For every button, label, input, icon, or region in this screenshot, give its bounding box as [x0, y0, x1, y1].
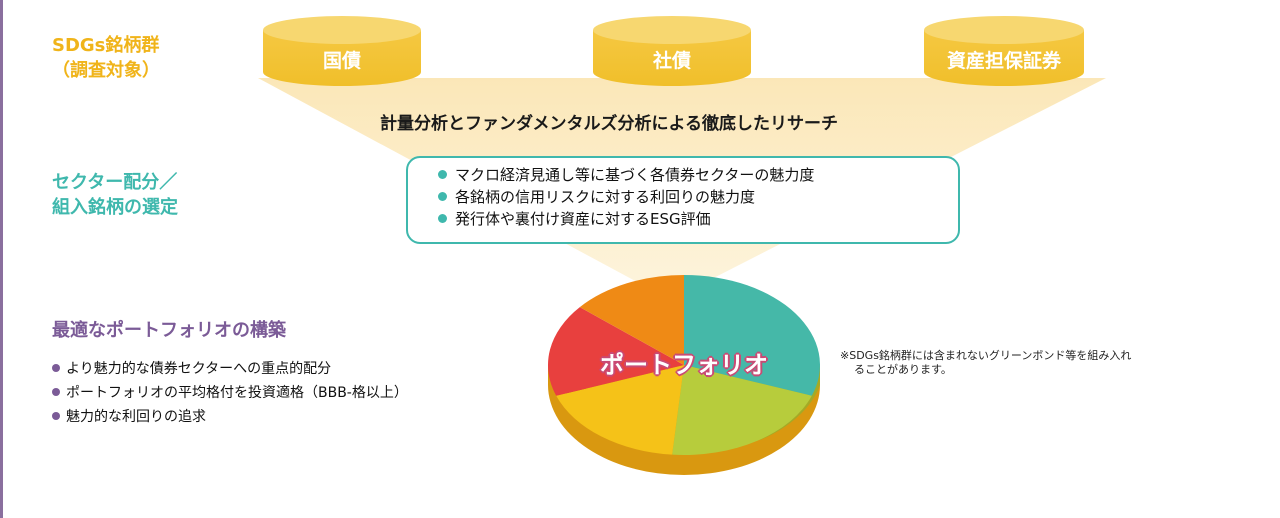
cylinder-government-bonds: [263, 16, 421, 86]
stage-universe-line1: SDGs銘柄群: [52, 35, 160, 56]
pie-slice-green: [672, 365, 812, 456]
stage-selection-label: セクター配分／ 組入銘柄の選定: [52, 170, 178, 220]
pie-label: ポートフォリオ: [600, 351, 768, 379]
portfolio-points-list: より魅力的な債券セクターへの重点的配分 ポートフォリオの平均格付を投資適格（BB…: [52, 357, 408, 429]
footnote-line2: ることがあります。: [854, 363, 952, 376]
point-text: 魅力的な利回りの追求: [66, 409, 206, 425]
research-heading: 計量分析とファンダメンタルズ分析による徹底したリサーチ: [380, 114, 838, 134]
bullet-icon: [438, 192, 447, 201]
footnote-line1: ※SDGs銘柄群には含まれないグリーンボンド等を組み入れ: [840, 349, 1132, 362]
selection-criteria-box: マクロ経済見通し等に基づく各債券セクターの魅力度 各銘柄の信用リスクに対する利回…: [406, 156, 960, 244]
list-item: 魅力的な利回りの追求: [52, 405, 408, 429]
bullet-icon: [52, 412, 60, 420]
criteria-text: 各銘柄の信用リスクに対する利回りの魅力度: [455, 188, 756, 206]
bullet-icon: [52, 364, 60, 372]
pie-slice-teal: [684, 275, 820, 396]
pie-slice-orange: [579, 275, 684, 365]
stage-universe-label: SDGs銘柄群 （調査対象）: [52, 33, 160, 83]
stage-universe-line2: （調査対象）: [52, 60, 160, 81]
bullet-icon: [52, 388, 60, 396]
criteria-text: 発行体や裏付け資産に対するESG評価: [455, 210, 711, 228]
point-text: ポートフォリオの平均格付を投資適格（BBB-格以上）: [66, 385, 408, 401]
stage-construction-label: 最適なポートフォリオの構築: [52, 318, 286, 343]
left-border: [0, 0, 3, 518]
stage-selection-line1: セクター配分／: [52, 172, 178, 193]
stage-selection-line2: 組入銘柄の選定: [52, 197, 178, 218]
universe-item-corporate-bonds: 社債: [652, 50, 691, 72]
pie-slice-yellow: [556, 365, 684, 455]
cylinder-corporate-bonds: [593, 16, 751, 86]
criteria-item: 各銘柄の信用リスクに対する利回りの魅力度: [438, 186, 958, 208]
universe-item-asset-backed-securities: 資産担保証券: [946, 50, 1061, 72]
criteria-item: 発行体や裏付け資産に対するESG評価: [438, 208, 958, 230]
list-item: より魅力的な債券セクターへの重点的配分: [52, 357, 408, 381]
pie-slice-red: [548, 307, 684, 396]
universe-item-government-bonds: 国債: [322, 50, 361, 72]
footnote: ※SDGs銘柄群には含まれないグリーンボンド等を組み入れ ることがあります。: [840, 349, 1240, 377]
bullet-icon: [438, 170, 447, 179]
cylinder-asset-backed-securities: [924, 16, 1084, 86]
portfolio-pie-chart: [548, 275, 820, 475]
criteria-text: マクロ経済見通し等に基づく各債券セクターの魅力度: [455, 166, 815, 184]
criteria-item: マクロ経済見通し等に基づく各債券セクターの魅力度: [438, 164, 958, 186]
stage-construction-title: 最適なポートフォリオの構築: [52, 320, 286, 341]
bullet-icon: [438, 214, 447, 223]
list-item: ポートフォリオの平均格付を投資適格（BBB-格以上）: [52, 381, 408, 405]
point-text: より魅力的な債券セクターへの重点的配分: [66, 361, 332, 377]
